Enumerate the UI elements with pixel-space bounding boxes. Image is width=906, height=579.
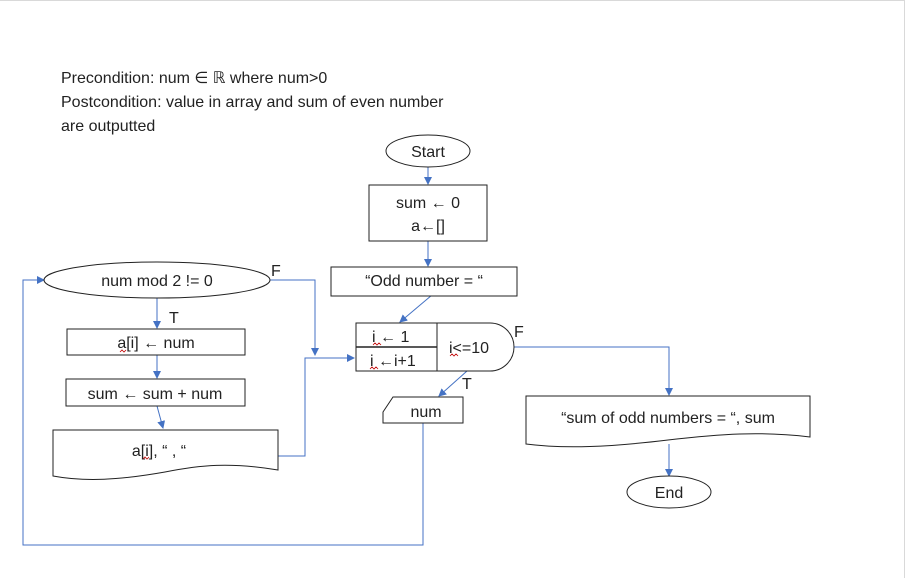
postcondition-text: Postcondition: value in array and sum of… xyxy=(61,94,444,111)
decision-label: num mod 2 != 0 xyxy=(101,273,213,290)
connectors xyxy=(22,167,673,546)
connector-decision-false-to-loop xyxy=(270,279,319,356)
output-array-document: a[i], “ , “ xyxy=(52,429,279,480)
init-sum-label: sum ← 0 xyxy=(396,195,460,212)
init-array-label: a←[] xyxy=(411,218,445,235)
connector-loop-true-to-input xyxy=(438,370,468,397)
connector-sum-to-output xyxy=(156,405,166,429)
decision-true-label: T xyxy=(169,310,179,327)
loop-step-label: i ←i+1 xyxy=(370,353,416,370)
input-num-label: num xyxy=(410,404,441,421)
spellcheck-mark xyxy=(449,353,459,357)
output-sum-label: “sum of odd numbers = “, sum xyxy=(561,410,775,427)
decision-false-label: F xyxy=(271,263,281,280)
precondition-text: Precondition: num ∈ ℝ where num>0 xyxy=(61,70,328,87)
postcondition-text-continued: are outputted xyxy=(61,118,156,135)
input-num-symbol: num xyxy=(382,396,464,424)
spellcheck-mark xyxy=(369,366,379,370)
end-terminator: End xyxy=(626,475,712,509)
assign-sum-label: sum ← sum + num xyxy=(88,386,223,403)
loop-init-label: i ← 1 xyxy=(372,329,409,346)
loop-condition-label: i<=10 xyxy=(449,340,489,357)
loop-true-label: T xyxy=(462,376,472,393)
output-sum-document: “sum of odd numbers = “, sum xyxy=(525,395,811,448)
assign-array-process: a[i] ← num xyxy=(66,328,246,356)
odd-check-decision: num mod 2 != 0 xyxy=(43,261,271,299)
print-header-process: “Odd number = “ xyxy=(330,266,518,297)
output-array-label: a[i], “ , “ xyxy=(132,443,186,460)
connector-output-to-loop xyxy=(278,354,355,457)
spellcheck-mark xyxy=(142,456,150,460)
connector-input-to-decision xyxy=(22,276,424,546)
connector-header-to-loop xyxy=(399,294,433,323)
start-terminator: Start xyxy=(385,134,471,168)
spellcheck-mark xyxy=(119,349,127,353)
loop-false-label: F xyxy=(514,324,524,341)
assign-sum-process: sum ← sum + num xyxy=(65,378,246,407)
spellcheck-mark xyxy=(372,342,382,346)
print-header-label: “Odd number = “ xyxy=(365,273,483,290)
end-label: End xyxy=(655,485,683,502)
for-loop-symbol: i ← 1 i ←i+1 i<=10 xyxy=(355,322,515,372)
start-label: Start xyxy=(411,144,445,161)
init-process: sum ← 0 a←[] xyxy=(368,184,488,242)
connector-loop-false-to-output-sum xyxy=(514,346,673,396)
assign-array-label: a[i] ← num xyxy=(117,335,194,352)
